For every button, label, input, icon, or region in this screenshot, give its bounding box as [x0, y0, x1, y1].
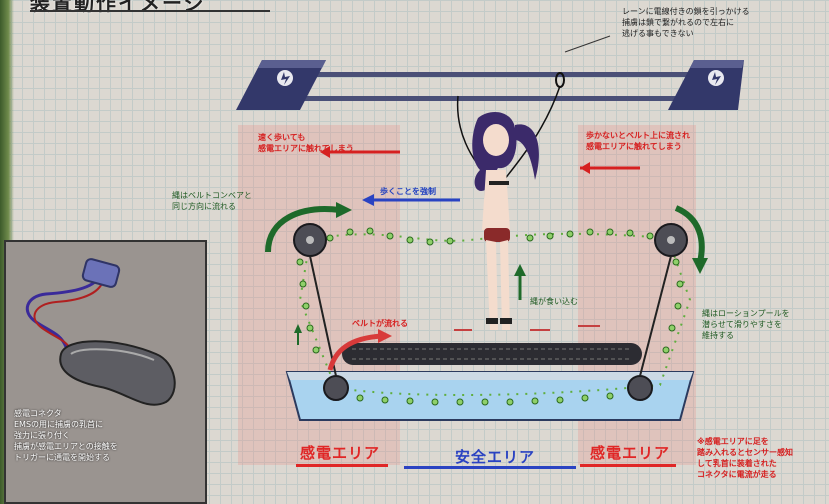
rope-beads	[296, 227, 684, 406]
rail-note: レーンに電線付きの鎖を引っかける 捕虜は鎖で繋がれるので左右に 逃げる事もできな…	[622, 7, 750, 38]
left-zone-note: 速く歩いても 感電エリアに触れてしまう	[258, 133, 354, 153]
left-rail-block-top	[258, 60, 326, 68]
belt-curve-arrow-head	[378, 329, 392, 343]
left-curve-arrow-head	[336, 202, 352, 218]
rope-direction-note: 縄はベルトコンベアと 同じ方向に流れる	[172, 191, 252, 211]
connector-illustration	[25, 258, 176, 406]
connector-wire-red	[33, 277, 105, 351]
right-bolt-mark	[712, 72, 721, 85]
left-bottom-pulley	[323, 375, 349, 401]
right-shock-area-label: 感電エリア	[590, 444, 671, 462]
sensor-note: ※感電エリアに足を 踏み入れるとセンサー感知 して乳首に装着された コネクタに電…	[697, 437, 793, 479]
forced-walk-arrow-head	[362, 194, 374, 206]
connector-wire-blue	[25, 273, 103, 348]
right-bottom-pulley	[627, 375, 653, 401]
safe-area-underline	[404, 466, 576, 469]
connector-description: 感電コネクタ EMSの用に捕虜の乳首に 強力に張り付く 捕虜が感電エリアとの接触…	[14, 409, 118, 462]
belt-flows-note: ベルトが流れる	[352, 319, 408, 328]
right-zone-note: 歩かないとベルト上に流され 感電エリアに触れてしまう	[586, 131, 690, 151]
captive-figure	[472, 112, 539, 330]
left-shock-area-underline	[296, 464, 388, 467]
conveyor-belt	[342, 343, 642, 365]
rail-rod-bottom	[280, 96, 710, 101]
title-underline	[30, 10, 270, 12]
left-shock-area-label: 感電エリア	[300, 444, 381, 462]
rail-note-leader	[564, 35, 611, 53]
belt-curve-arrow	[327, 333, 383, 371]
rail-rod-top	[280, 72, 710, 77]
right-rail-block-top	[690, 60, 744, 68]
right-shock-area-underline	[580, 464, 676, 467]
left-curve-arrow	[265, 206, 341, 253]
connector-inset-panel: 感電コネクタ EMSの用に捕虜の乳首に 強力に張り付く 捕虜が感電エリアとの接触…	[4, 240, 207, 504]
left-rail-block	[236, 60, 326, 110]
right-curve-arrow	[674, 205, 705, 263]
connector-plug	[81, 258, 121, 288]
safe-area-label: 安全エリア	[455, 448, 536, 466]
left-red-arrow-head	[320, 146, 330, 158]
left-frame-strut	[309, 255, 337, 377]
right-frame-strut	[639, 255, 672, 377]
rope-bite-note: 縄が食い込む	[530, 297, 578, 306]
right-top-pulley-hub	[667, 236, 675, 244]
lotion-pool-note: 縄はローションプールを 潜らせて滑りやすさを 維持する	[702, 309, 790, 340]
left-bolt-mark	[281, 72, 290, 85]
connector-pad-highlight	[70, 348, 155, 361]
right-rail-block	[668, 60, 744, 110]
pool-rim	[287, 372, 693, 380]
rope-up-arrow-head	[514, 264, 526, 276]
left-top-pulley-hub	[306, 236, 314, 244]
right-red-arrow-head	[580, 162, 590, 174]
forced-walk-note: 歩くことを強制	[380, 187, 436, 196]
right-curve-arrow-head	[692, 258, 708, 274]
left-small-arrow-head	[294, 324, 302, 333]
